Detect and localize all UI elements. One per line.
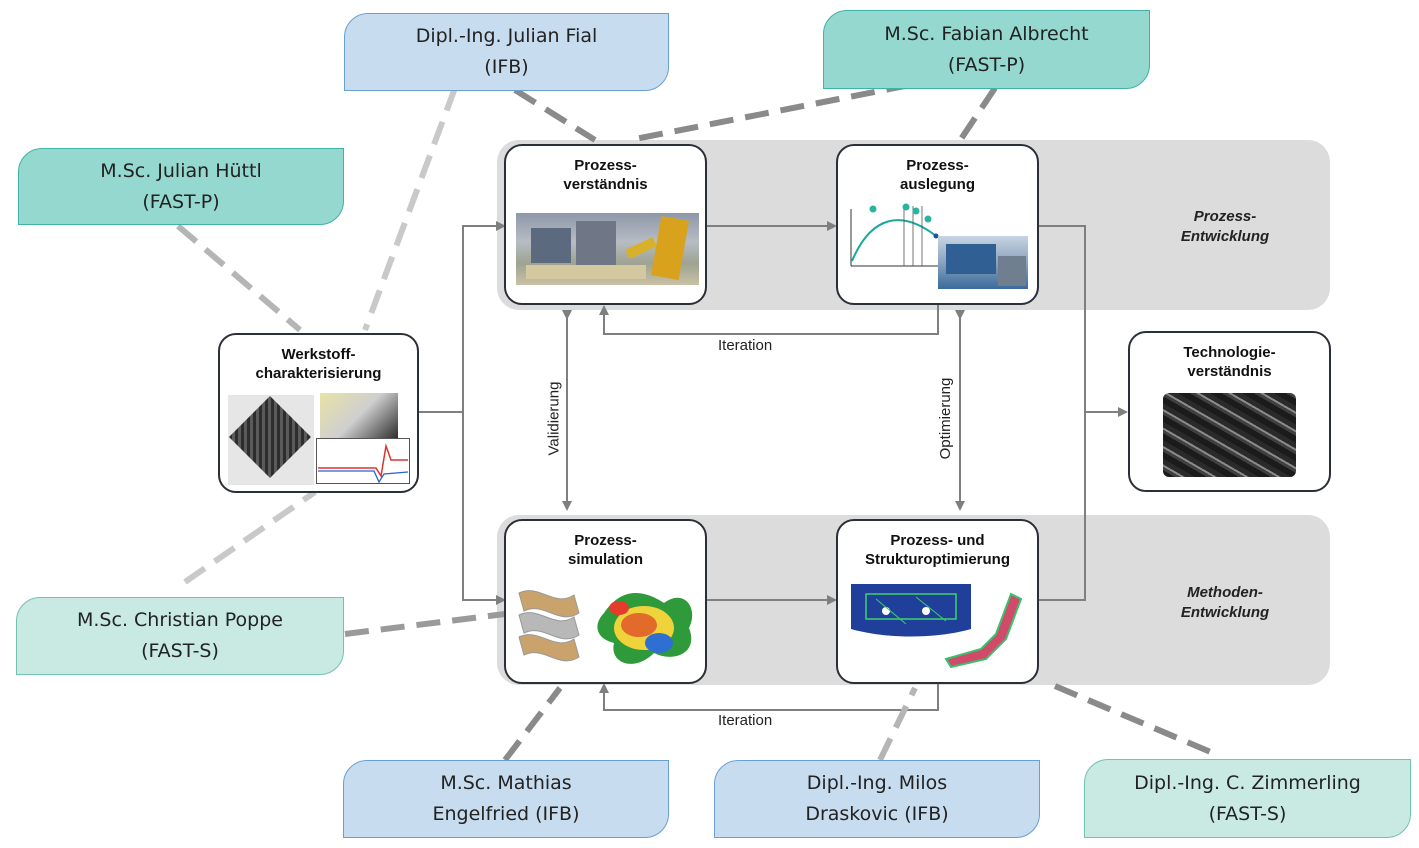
link-poppe-1 xyxy=(183,489,317,585)
person-affiliation-poppe: (FAST-S) xyxy=(141,640,219,662)
microscope-photo xyxy=(320,393,398,438)
optimization-graphics xyxy=(851,584,1023,669)
person-name-huettl: M.Sc. Julian Hüttl xyxy=(100,159,262,182)
box-prozessauslegung: Prozess- auslegung xyxy=(836,144,1039,305)
box-werkstoffcharakterisierung: Werkstoff- charakterisierung xyxy=(218,333,419,493)
validierung-label: Validierung xyxy=(545,381,563,456)
box-prozesssimulation: Prozess- simulation xyxy=(504,519,707,684)
person-affiliation-huettl: (FAST-P) xyxy=(142,190,220,213)
person-name-albrecht: M.Sc. Fabian Albrecht xyxy=(884,22,1089,45)
link-engelfried xyxy=(502,686,563,762)
person-card-huettl: M.Sc. Julian Hüttl (FAST-P) xyxy=(18,148,344,225)
box-title-prozessverstaendnis: Prozess- verständnis xyxy=(563,157,648,193)
box-strukturoptimierung: Prozess- und Strukturoptimierung xyxy=(836,519,1039,684)
measurement-plot xyxy=(316,438,410,484)
link-fial-1 xyxy=(513,87,597,143)
factory-photo xyxy=(516,213,699,285)
link-poppe-2 xyxy=(344,611,506,637)
band-label-methoden-entwicklung: Methoden- Entwicklung xyxy=(1180,584,1270,621)
box-technologieverstaendnis: Technologie- verständnis xyxy=(1128,331,1331,492)
simulation-graphics xyxy=(518,590,693,664)
band-label-prozess-entwicklung: Prozess- Entwicklung xyxy=(1180,208,1270,245)
person-card-albrecht: M.Sc. Fabian Albrecht (FAST-P) xyxy=(823,10,1150,89)
person-affiliation-draskovic: Draskovic (IFB) xyxy=(805,803,949,825)
material-sample-photo xyxy=(228,395,314,485)
link-albrecht-1 xyxy=(629,82,911,143)
arrow-to-prozesssimulation xyxy=(462,412,506,605)
facility-photo xyxy=(938,236,1028,289)
optimierung-label: Optimierung xyxy=(937,377,954,460)
person-name-draskovic: Dipl.-Ing. Milos xyxy=(806,772,948,794)
arrow-to-prozessverstaendnis xyxy=(462,221,506,412)
link-draskovic xyxy=(877,686,918,762)
box-title-prozesssimulation: Prozess- simulation xyxy=(567,532,643,568)
person-name-fial: Dipl.-Ing. Julian Fial xyxy=(415,25,598,47)
link-zimmerling xyxy=(1053,683,1222,759)
person-card-engelfried: M.Sc. Mathias Engelfried (IFB) xyxy=(343,760,669,838)
person-name-poppe: M.Sc. Christian Poppe xyxy=(77,609,283,631)
person-affiliation-fial: (IFB) xyxy=(484,56,529,78)
person-affiliation-engelfried: Engelfried (IFB) xyxy=(432,803,580,825)
person-name-engelfried: M.Sc. Mathias xyxy=(440,772,572,794)
box-title-werkstoff: Werkstoff- charakterisierung xyxy=(255,346,382,382)
box-title-strukturoptimierung: Prozess- und Strukturoptimierung xyxy=(865,532,1010,568)
link-huettl xyxy=(176,223,302,333)
link-fial-2 xyxy=(362,86,458,332)
box-title-prozessauslegung: Prozess- auslegung xyxy=(899,157,975,193)
box-prozessverstaendnis: Prozess- verständnis xyxy=(504,144,707,305)
arrow-iteration-bottom xyxy=(599,683,939,711)
link-albrecht-2 xyxy=(952,86,998,150)
person-card-fial: Dipl.-Ing. Julian Fial (IFB) xyxy=(344,13,669,91)
person-card-zimmerling: Dipl.-Ing. C. Zimmerling (FAST-S) xyxy=(1084,759,1411,838)
arrow-iteration-top xyxy=(599,305,939,335)
person-card-draskovic: Dipl.-Ing. Milos Draskovic (IFB) xyxy=(714,760,1040,838)
iteration-bottom-label: Iteration xyxy=(718,712,773,729)
textile-photo xyxy=(1163,393,1296,477)
iteration-top-label: Iteration xyxy=(718,337,773,354)
temperature-curve-graphic xyxy=(850,203,946,267)
arrow-auslegung-right xyxy=(1037,225,1086,601)
person-affiliation-zimmerling: (FAST-S) xyxy=(1208,802,1287,825)
box-title-technologie: Technologie- verständnis xyxy=(1183,344,1276,380)
person-card-poppe: M.Sc. Christian Poppe (FAST-S) xyxy=(16,597,344,675)
person-affiliation-albrecht: (FAST-P) xyxy=(947,53,1026,76)
person-name-zimmerling: Dipl.-Ing. C. Zimmerling xyxy=(1134,771,1361,794)
